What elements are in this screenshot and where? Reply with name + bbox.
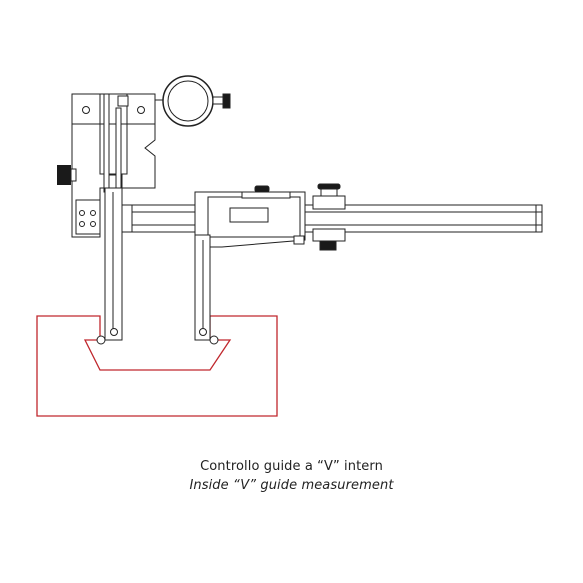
left-jaw [96, 187, 123, 345]
right-jaw [194, 234, 219, 345]
workpiece-outline [36, 315, 278, 417]
fixed-head-collar [121, 204, 133, 233]
movable-head [194, 185, 306, 248]
knurled-knob-icon [57, 165, 77, 185]
caption-english: Inside “V” guide measurement [189, 478, 394, 493]
slider-clamp [312, 183, 346, 251]
dial-gauge-icon [155, 75, 231, 127]
fixed-head [71, 93, 156, 238]
caption-italian: Controllo guide a “V” intern [200, 459, 383, 474]
